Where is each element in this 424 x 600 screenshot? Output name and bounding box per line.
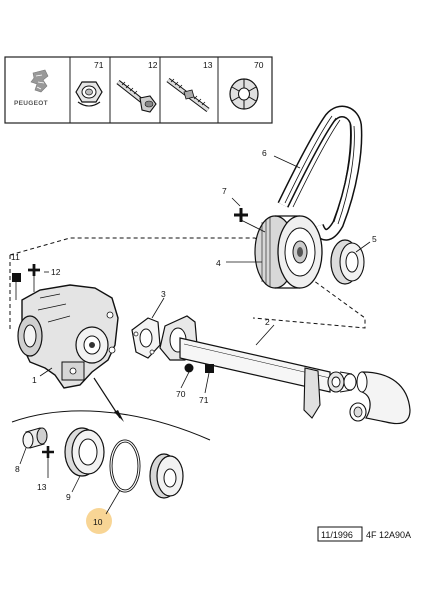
header-ref-13: 13 [203,60,213,70]
drive-belt [277,105,363,241]
callout-12: 12 [51,267,61,277]
callout-70: 70 [176,389,186,399]
brand-text: PEUGEOT [14,100,48,107]
washer-70-bolt-71-symbols [180,363,214,394]
o-ring [109,439,141,493]
callout-1: 1 [32,375,37,385]
header-ref-12: 12 [148,60,158,70]
callout-4: 4 [216,258,221,268]
callout-10: 10 [93,517,103,527]
callout-8: 8 [15,464,20,474]
callout-71: 71 [199,395,209,405]
stud-13-icon: 13 [166,60,213,112]
callout-9: 9 [66,492,71,502]
callout-11: 11 [11,252,20,262]
gasket [131,317,161,359]
footer-date: 11/1996 [321,530,353,540]
leader-lines [19,155,371,515]
callout-3: 3 [161,289,166,299]
flange-nut-71-icon: 71 [75,60,104,107]
coolant-pipe [159,315,357,419]
screw-7-symbol [234,208,266,233]
header-ref-70: 70 [254,60,264,70]
callout-6: 6 [262,148,267,158]
bush [22,427,48,449]
callout-5: 5 [372,234,377,244]
callout-7: 7 [222,186,227,196]
callout-highlight [86,508,112,534]
callout-labels: 6 7 4 5 2 3 11 12 1 70 71 8 13 9 10 [11,148,377,527]
callout-13: 13 [37,482,47,492]
peugeot-lion-logo: PEUGEOT [14,69,49,107]
detail-zoom [11,377,211,441]
header-ref-71: 71 [94,60,104,70]
bolt-12-icon: 12 [116,60,158,113]
footer-code: 4F 12A90A [366,530,411,540]
seal-ring [64,427,105,477]
lock-washer-70-icon: 70 [229,60,264,110]
water-pump [17,284,119,389]
footer: 11/1996 4F 12A90A [317,526,411,542]
pulley [254,215,323,289]
bolt-11-12-symbols [12,264,40,300]
hub [330,239,365,285]
impeller-cap [149,453,184,499]
header-parts-table: PEUGEOT 71 12 13 70 [4,56,273,124]
screw-13-symbol [42,446,54,478]
hose-elbow [349,371,411,425]
callout-2: 2 [265,317,270,327]
